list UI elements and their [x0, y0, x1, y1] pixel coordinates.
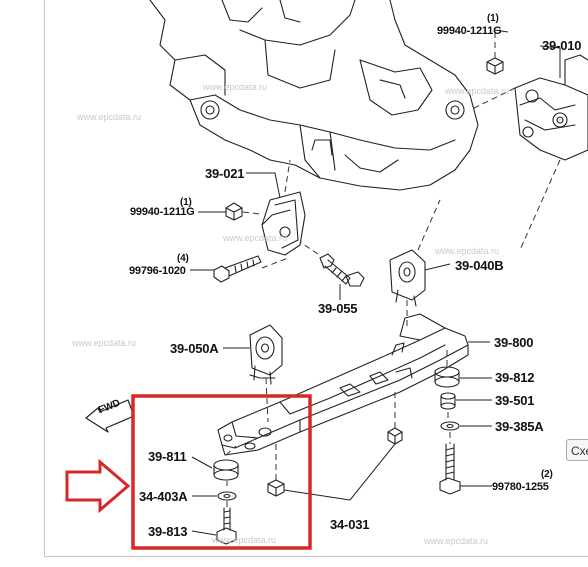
bushing-39-501 — [440, 392, 456, 410]
transmission-housing — [149, 0, 479, 191]
label-34-403a: 34-403A — [139, 489, 188, 504]
watermark: www.epcdata.ru — [445, 86, 510, 96]
bolt-99780 — [439, 443, 461, 495]
label-qty-99796: (4) — [177, 253, 189, 264]
nut-34-031-left — [267, 479, 285, 497]
label-39-385a: 39-385A — [495, 419, 544, 434]
nut-34-031-right — [387, 427, 403, 445]
nut-top — [486, 57, 504, 75]
label-qty-top: (1) — [487, 13, 499, 24]
label-99940-top: 99940-1211G — [437, 25, 502, 37]
label-99780: 99780-1255 — [492, 481, 549, 493]
label-34-031: 34-031 — [330, 517, 370, 532]
watermark: www.epcdata.ru — [77, 112, 142, 122]
label-39-813: 39-813 — [148, 524, 188, 539]
highlight-box — [131, 394, 312, 550]
label-qty-99780: (2) — [541, 469, 553, 480]
watermark: www.epcdata.ru — [212, 535, 277, 545]
label-99796: 99796-1020 — [129, 265, 186, 277]
watermark: www.epcdata.ru — [223, 233, 288, 243]
bolt-39-813 — [216, 507, 237, 545]
bracket-39-021 — [261, 191, 306, 256]
watermark: www.epcdata.ru — [435, 246, 500, 256]
mount-39-010 — [514, 54, 588, 161]
label-39-501: 39-501 — [495, 393, 535, 408]
nut-mid — [225, 202, 243, 221]
watermark: www.epcdata.ru — [424, 536, 489, 546]
washer-34-403a — [217, 491, 237, 501]
label-39-050a: 39-050A — [170, 341, 219, 356]
label-39-812: 39-812 — [495, 370, 535, 385]
bolt-39-055 — [319, 253, 365, 287]
washer-39-385a — [440, 421, 460, 431]
label-qty-mid: (1) — [180, 197, 192, 208]
watermark: www.epcdata.ru — [203, 82, 268, 92]
scheme-tab[interactable]: Схе — [566, 439, 588, 461]
bushing-39-811 — [213, 459, 239, 481]
bolt-99796 — [213, 255, 262, 283]
frame-left-border — [44, 0, 45, 556]
mount-39-050a — [249, 324, 283, 385]
fwd-arrow — [85, 399, 135, 433]
label-99940-mid: 99940-1211G — [130, 206, 195, 218]
label-39-021: 39-021 — [205, 166, 245, 181]
bushing-39-812 — [434, 366, 460, 388]
label-39-055: 39-055 — [318, 301, 358, 316]
label-39-811: 39-811 — [148, 449, 187, 464]
watermark: www.epcdata.ru — [72, 338, 137, 348]
label-39-800: 39-800 — [494, 335, 534, 350]
frame-bottom-border — [44, 556, 588, 557]
crossmember-39-800 — [217, 313, 469, 456]
label-39-010: 39-010 — [542, 38, 582, 53]
mount-39-040b — [389, 249, 426, 307]
label-39-040b: 39-040B — [455, 258, 504, 273]
highlight-arrow — [65, 458, 131, 514]
